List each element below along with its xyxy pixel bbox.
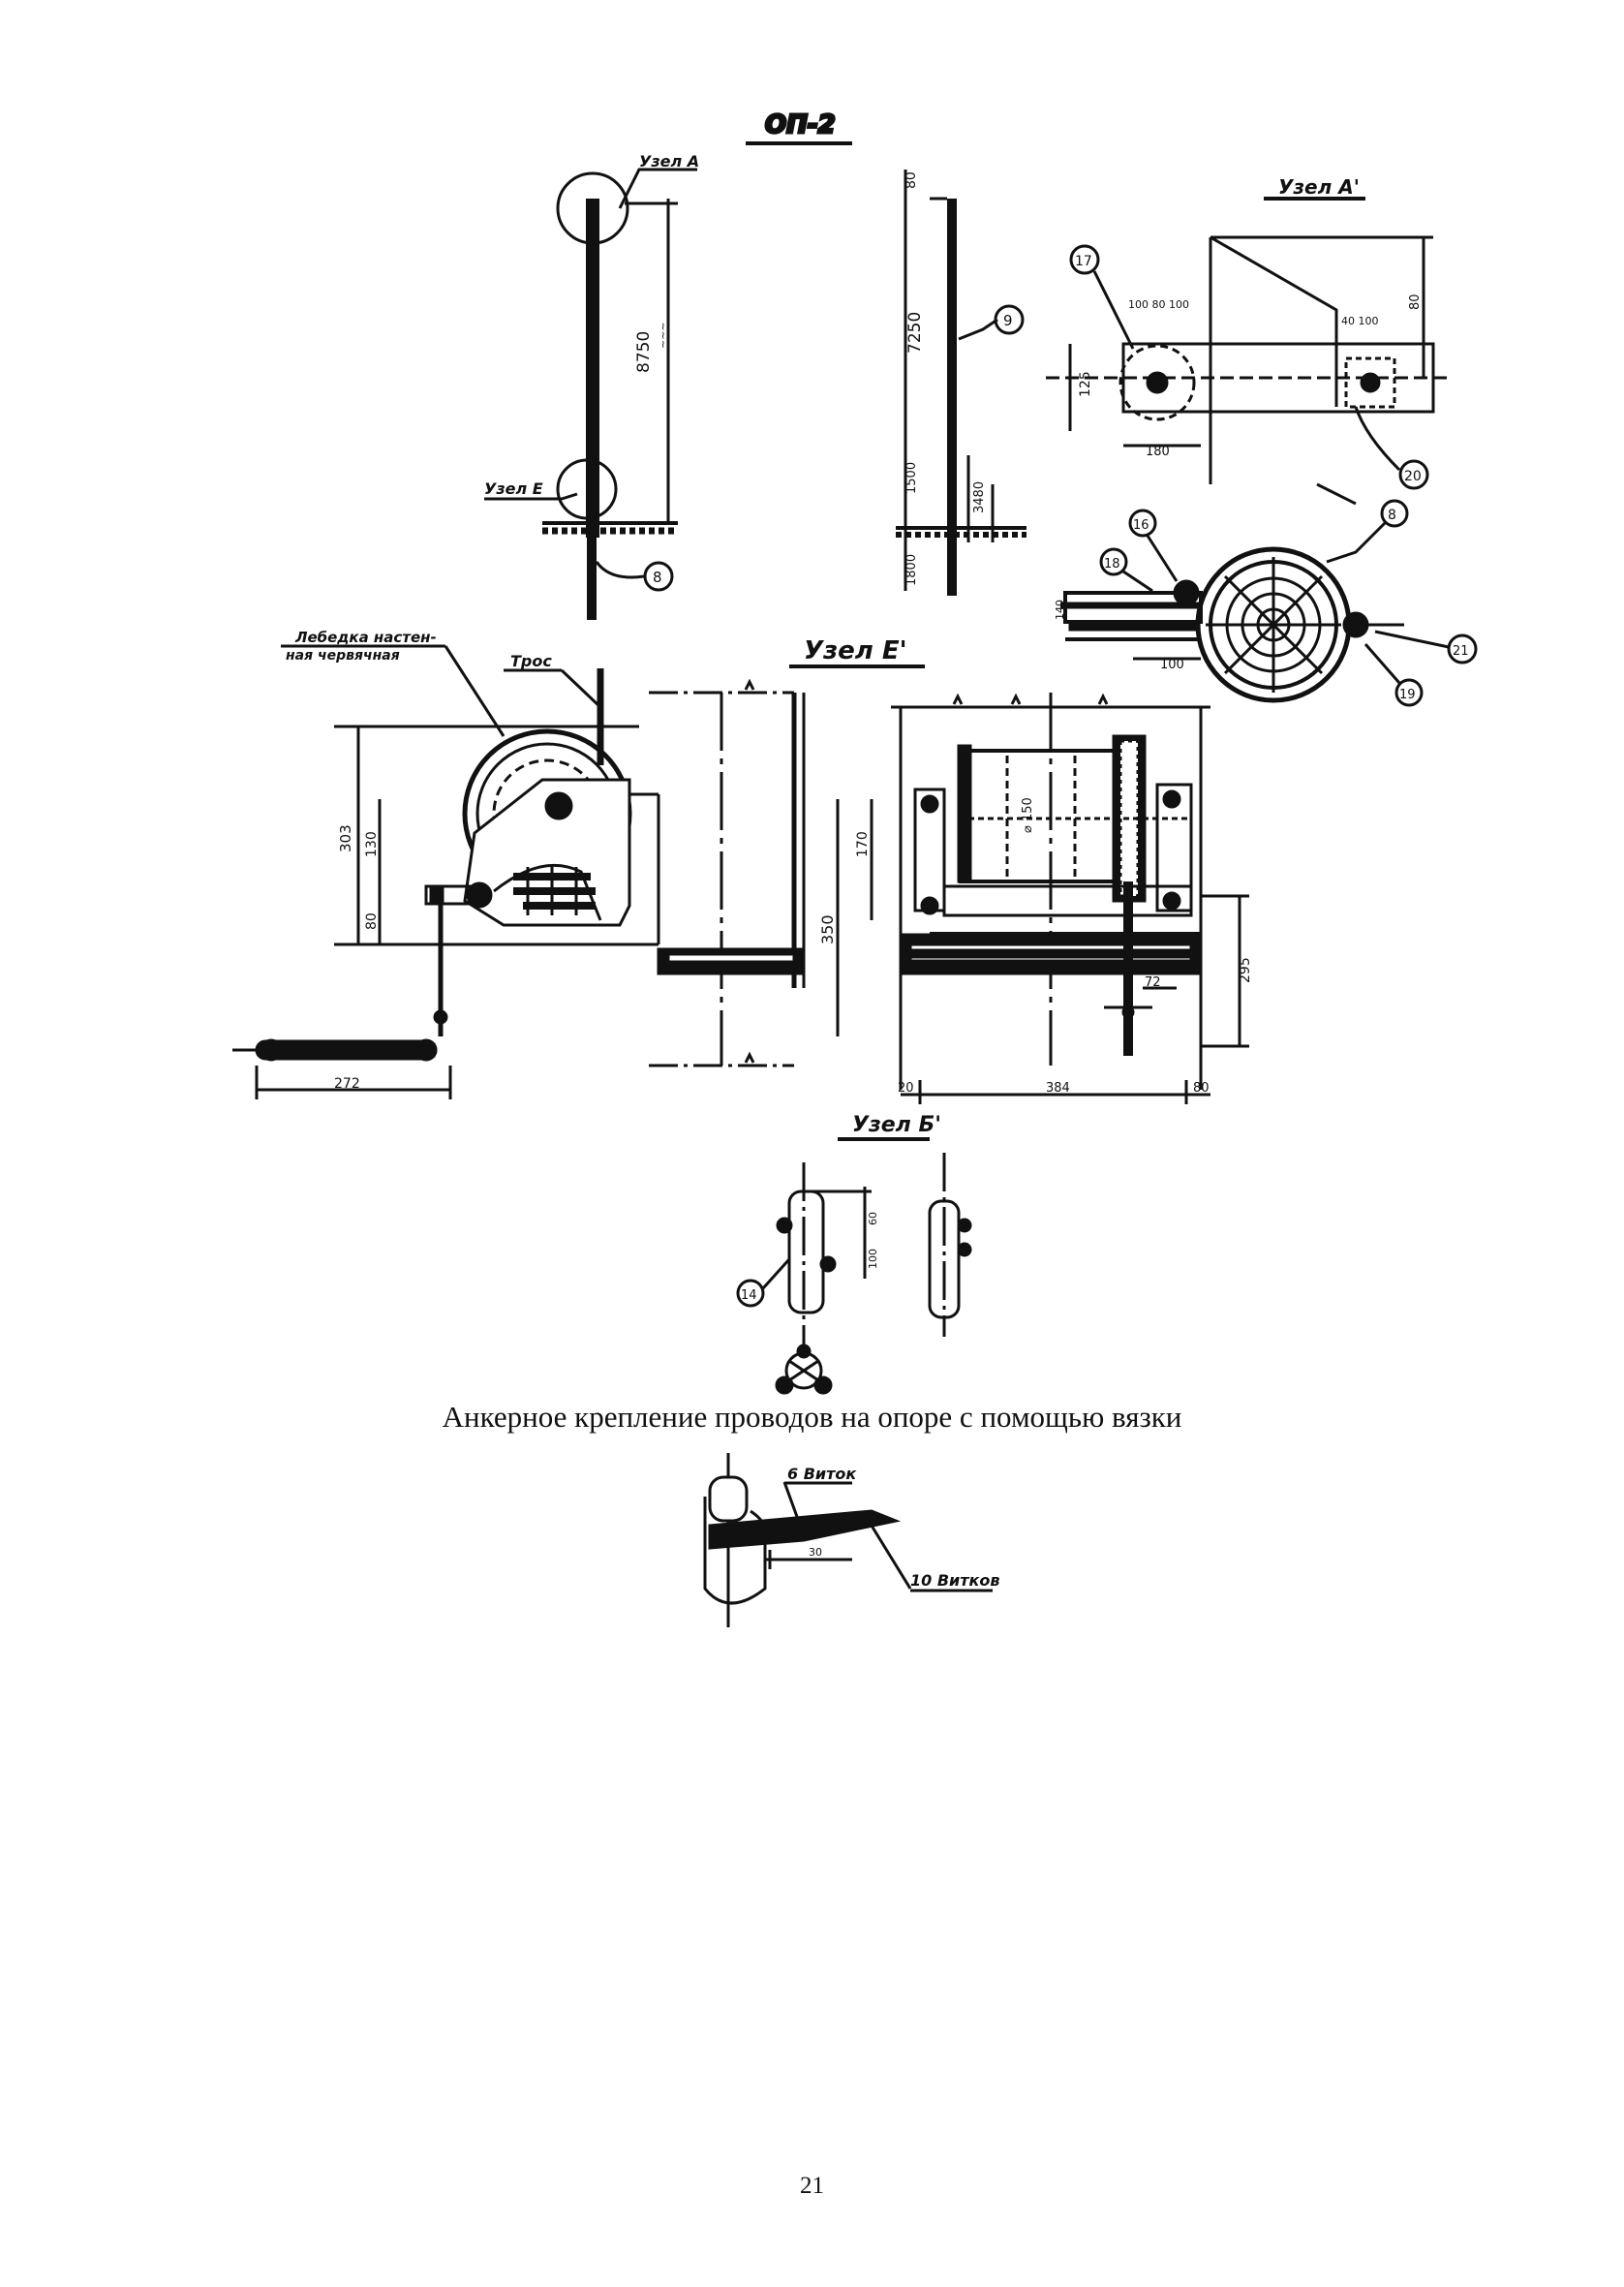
pole-elevation-left: 8750 ~~~ Узел А Узел Е 8 bbox=[484, 152, 699, 620]
dim-170: 170 bbox=[855, 831, 871, 857]
winch-side-elevation: 303 130 80 272 bbox=[232, 668, 660, 1099]
node-a-detail-label: Узел А' bbox=[1278, 175, 1360, 199]
node-a-label: Узел А bbox=[639, 152, 699, 170]
callout-21: 21 bbox=[1453, 644, 1469, 659]
figure-caption: Анкерное крепление проводов на опоре с п… bbox=[442, 1400, 1182, 1434]
node-a-detail: Узел А' 80 125 180 100 80 100 40 100 17 … bbox=[1046, 175, 1453, 564]
pole-height-dim: 8750 bbox=[634, 331, 654, 373]
callout-16: 16 bbox=[1133, 518, 1149, 533]
winch-label-line2: ная червячная bbox=[286, 648, 400, 664]
callout-9: 9 bbox=[1003, 312, 1013, 329]
dim-80b: 80 bbox=[1408, 294, 1423, 310]
callout-20: 20 bbox=[1404, 469, 1422, 484]
dim-100: 100 bbox=[1160, 658, 1184, 672]
dim-80d: 80 bbox=[1193, 1081, 1210, 1096]
winch-bracket-view: 350 bbox=[649, 678, 840, 1067]
winch-front-elevation: 72 170 ⌀ 150 295 20 384 80 bbox=[855, 693, 1253, 1104]
dim-384: 384 bbox=[1046, 1081, 1070, 1096]
wire-6-label: 6 Виток bbox=[787, 1465, 857, 1483]
callout-14: 14 bbox=[741, 1288, 757, 1303]
rope-label: Трос bbox=[510, 652, 552, 670]
svg-text:60: 60 bbox=[867, 1212, 879, 1225]
dim-1800: 1800 bbox=[904, 554, 919, 586]
dim-30: 30 bbox=[809, 1546, 822, 1559]
dim-295: 295 bbox=[1238, 957, 1253, 983]
dim-130: 130 bbox=[364, 831, 380, 857]
svg-text:~~~: ~~~ bbox=[657, 322, 669, 349]
dim-180: 180 bbox=[1146, 445, 1170, 459]
wire-10-label: 10 Витков bbox=[910, 1571, 1000, 1590]
svg-text:⌀ 150: ⌀ 150 bbox=[1021, 797, 1035, 833]
dim-272: 272 bbox=[334, 1076, 360, 1092]
node-e-label: Узел Е bbox=[484, 479, 543, 498]
node-b-detail-label: Узел Б' bbox=[852, 1113, 941, 1137]
winch-label-line1: Лебедка настен- bbox=[294, 629, 437, 646]
dim-20: 20 bbox=[898, 1081, 914, 1096]
dim-72: 72 bbox=[1145, 975, 1161, 990]
callout-18: 18 bbox=[1104, 557, 1120, 572]
dim-7250: 7250 bbox=[905, 312, 925, 354]
drawing-title: ОП-2 bbox=[765, 110, 836, 139]
callout-8a: 8 bbox=[653, 569, 662, 586]
svg-text:100: 100 bbox=[867, 1249, 879, 1269]
anchor-tie-detail: 6 Виток 10 Витков 30 bbox=[703, 1453, 1000, 1627]
callout-17: 17 bbox=[1075, 254, 1092, 269]
node-e-detail-label: Узел Е' bbox=[804, 636, 907, 665]
dim-1500: 1500 bbox=[904, 462, 919, 494]
dim-303: 303 bbox=[337, 824, 354, 852]
node-b-detail: Узел Б' 60 100 14 bbox=[736, 1113, 972, 1395]
dim-350: 350 bbox=[818, 914, 837, 944]
callout-19: 19 bbox=[1399, 688, 1416, 702]
dim-80c: 80 bbox=[364, 912, 380, 930]
svg-text:100 80 100: 100 80 100 bbox=[1128, 298, 1189, 311]
svg-text:140: 140 bbox=[1054, 600, 1066, 620]
winch-plan-view: 100 140 16 18 21 19 bbox=[1054, 509, 1478, 707]
pole-elevation-side: 80 7250 1500 1800 3480 9 bbox=[896, 170, 1026, 596]
callout-8b: 8 bbox=[1388, 508, 1396, 523]
dim-125: 125 bbox=[1078, 371, 1093, 397]
svg-text:40 100: 40 100 bbox=[1341, 315, 1379, 327]
dim-80: 80 bbox=[904, 171, 919, 189]
dim-3480: 3480 bbox=[972, 481, 987, 513]
page-number: 21 bbox=[800, 2173, 824, 2199]
